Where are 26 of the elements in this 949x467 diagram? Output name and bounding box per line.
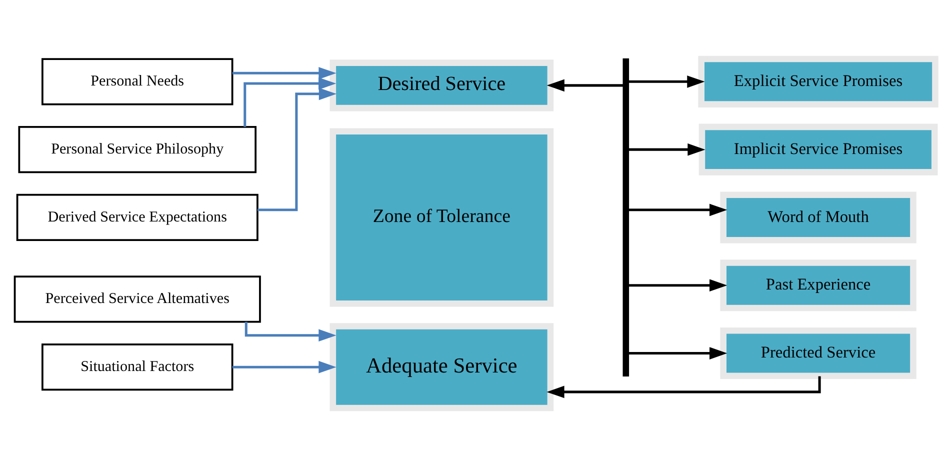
node-box: Past Experience [720, 260, 916, 312]
arrow [257, 88, 336, 212]
node-box: Adequate Service [329, 323, 554, 412]
node-box: Explicit Service Promises [698, 56, 938, 108]
node-box: Word of Mouth [720, 192, 916, 244]
arrow [244, 322, 336, 342]
node-box: Implicit Service Promises [698, 124, 938, 176]
node-box: Predicted Service [720, 328, 916, 380]
node-box: Desired Service [329, 60, 554, 112]
node-box: Situational Factors [41, 344, 233, 391]
node-bar [622, 58, 629, 377]
arrow [243, 77, 336, 127]
arrow [232, 360, 336, 374]
arrow [628, 347, 727, 360]
node-box: Zone of Tolerance [329, 128, 554, 307]
arrow [232, 67, 336, 80]
arrow [628, 143, 705, 156]
arrow [628, 76, 704, 88]
node-box: Personal Needs [41, 58, 233, 106]
node-box: Derived Service Expectations [16, 194, 258, 242]
arrow [546, 376, 820, 398]
arrow [628, 279, 727, 292]
arrow [628, 204, 727, 216]
node-box: Perceived Service Altematives [13, 276, 260, 323]
arrow [546, 79, 623, 92]
node-box: Personal Service Philosophy [18, 126, 256, 174]
